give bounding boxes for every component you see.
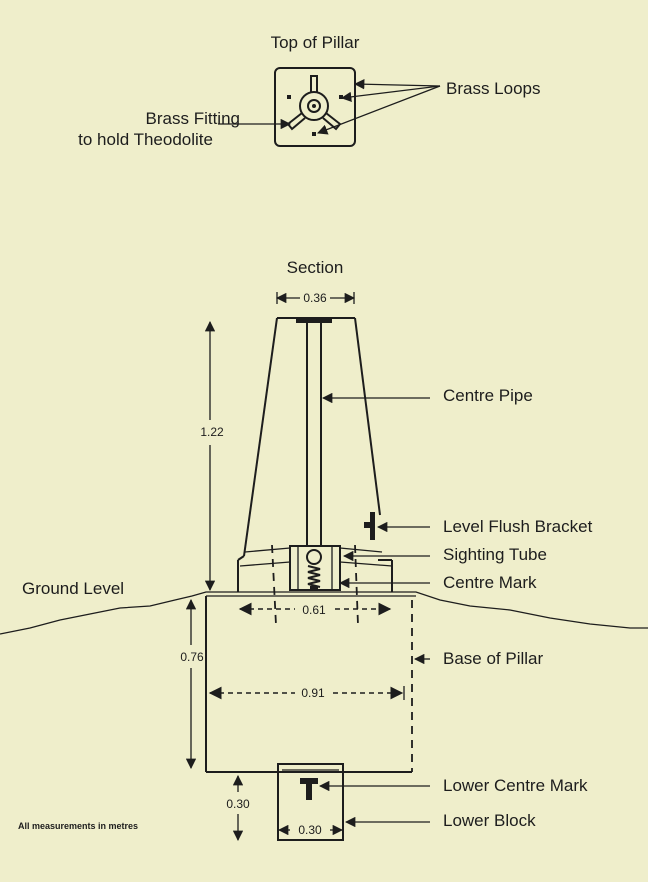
level-flush-bracket (364, 512, 375, 540)
lower-block (277, 763, 344, 841)
dim-top-width-label: 0.36 (303, 291, 327, 305)
brass-loops-leaders (317, 79, 441, 135)
ground-line (0, 591, 648, 635)
centre-pipe (306, 322, 322, 545)
lower-centre-mark-label: Lower Centre Mark (443, 776, 588, 795)
dim-block-depth-label: 0.30 (226, 797, 250, 811)
dim-top-width (275, 292, 356, 304)
base-of-pillar (205, 596, 413, 773)
centre-pipe-label: Centre Pipe (443, 386, 533, 405)
footnote: All measurements in metres (18, 821, 138, 831)
brass-fitting-label-2: to hold Theodolite (78, 130, 213, 149)
dim-base-width-label: 0.91 (301, 686, 325, 700)
level-flush-bracket-label: Level Flush Bracket (443, 517, 593, 536)
brass-loops-label: Brass Loops (446, 79, 541, 98)
brass-fitting-label: Brass Fitting (146, 109, 240, 128)
ground-level-label: Ground Level (22, 579, 124, 598)
dim-pillar-height-label: 1.22 (200, 425, 224, 439)
dim-base-depth-label: 0.76 (180, 650, 204, 664)
centre-mark-label: Centre Mark (443, 573, 537, 592)
top-view-title: Top of Pillar (271, 33, 360, 52)
pillar-top-plan (274, 67, 356, 147)
dash-line-left (271, 544, 277, 626)
dim-base-width (208, 686, 405, 700)
dim-pillar-base-width-label: 0.61 (302, 603, 326, 617)
centre-mark (307, 565, 321, 591)
dim-block-width-label: 0.30 (298, 823, 322, 837)
base-of-pillar-label: Base of Pillar (443, 649, 543, 668)
sighting-tube-label: Sighting Tube (443, 545, 547, 564)
lower-block-label: Lower Block (443, 811, 536, 830)
section-title: Section (287, 258, 344, 277)
dash-line-right (354, 544, 359, 626)
pillar-body (237, 317, 393, 592)
